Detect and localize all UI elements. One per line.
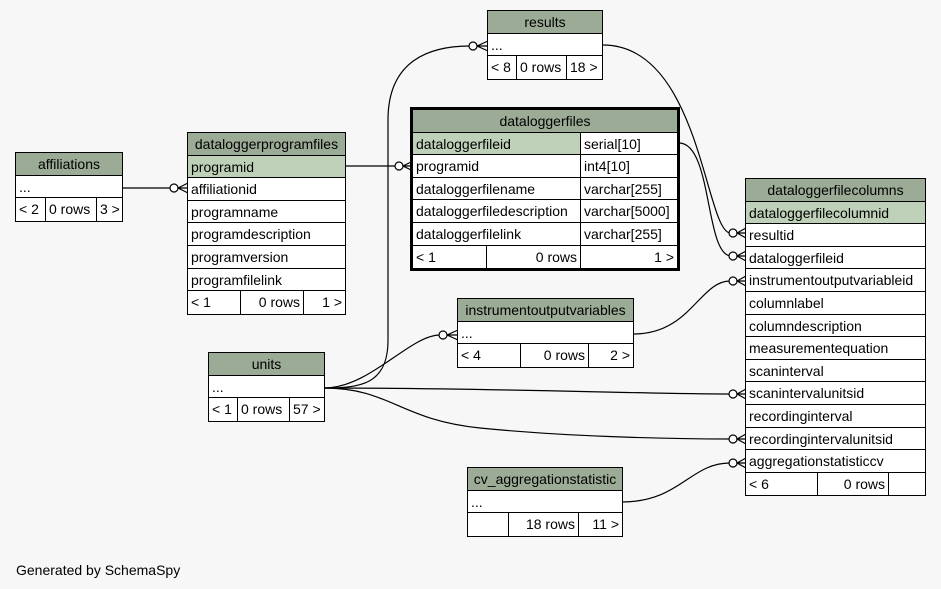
stat-rows: 0 rows [516,56,566,79]
column-type: varchar[5000] [580,200,677,222]
edge-results-resultid [602,44,731,234]
column-scaninterval[interactable]: scaninterval [749,362,824,379]
column-columnlabel[interactable]: columnlabel [749,294,824,311]
stat-children: 11 > [578,513,622,536]
table-header[interactable]: affiliations [16,153,122,176]
table-header[interactable]: dataloggerfilecolumns [746,179,925,202]
table-cv-aggregationstatistic[interactable]: cv_aggregationstatistic ... 18 rows 11 > [467,467,623,537]
column-columndescription[interactable]: columndescription [749,317,862,334]
edge-iov-instrumentoutputvariableid [633,280,731,335]
column-recordinginterval[interactable]: recordinginterval [749,407,853,424]
stat-rows: 0 rows [817,472,888,496]
table-header[interactable]: results [488,11,602,34]
column-dataloggerfilename[interactable]: dataloggerfilename [416,180,536,197]
column-placeholder: ... [491,36,503,53]
edge-units-results [323,45,471,389]
column-type: serial[10] [580,132,677,155]
column-programid[interactable]: programid [416,158,480,175]
table-header[interactable]: cv_aggregationstatistic [468,468,622,491]
stat-rows: 0 rows [237,398,289,421]
column-placeholder: ... [212,378,224,395]
column-programid[interactable]: programid [191,158,255,175]
stat-rows: 18 rows [508,513,578,536]
column-dataloggerfiledescription[interactable]: dataloggerfiledescription [416,203,568,220]
table-header[interactable]: instrumentoutputvariables [458,299,633,322]
stat-parents: < 4 [461,347,481,364]
stat-rows: 0 rows [240,291,303,314]
column-programname[interactable]: programname [191,203,279,220]
stat-children: 57 > [289,398,324,421]
stat-parents: < 6 [749,475,769,492]
edge-cv-aggregationstatisticcv [621,462,731,503]
table-results[interactable]: results ... < 8 0 rows 18 > [487,10,603,80]
column-placeholder: ... [19,178,31,195]
edge-units-recordingintervalunitsid [323,387,731,440]
stat-parents: < 1 [212,401,232,418]
table-units[interactable]: units ... < 1 0 rows 57 > [208,352,325,422]
stat-rows: 0 rows [486,245,580,269]
stat-parents: < 1 [416,248,436,265]
column-programdescription[interactable]: programdescription [191,226,311,243]
column-dataloggerfilecolumnid[interactable]: dataloggerfilecolumnid [749,204,890,221]
stat-children: 1 > [580,245,677,269]
table-header[interactable]: dataloggerfiles [413,110,677,133]
stat-children: 18 > [566,56,602,79]
column-type: varchar[255] [580,222,677,245]
stat-parents: < 1 [191,294,211,311]
table-dataloggerfiles[interactable]: dataloggerfiles dataloggerfileid serial[… [410,107,680,272]
column-affiliationid[interactable]: affiliationid [191,181,257,198]
column-recordingintervalunitsid[interactable]: recordingintervalunitsid [749,430,893,447]
column-programfilelink[interactable]: programfilelink [191,271,283,288]
column-resultid[interactable]: resultid [749,227,795,244]
stat-children [888,472,925,496]
stat-parents [468,513,508,536]
stat-parents: < 8 [491,59,511,76]
table-dataloggerfilecolumns[interactable]: dataloggerfilecolumns dataloggerfilecolu… [745,178,926,497]
edge-dataloggerfiles-dataloggerfileid [678,142,731,257]
stat-children: 3 > [96,198,122,221]
table-instrumentoutputvariables[interactable]: instrumentoutputvariables ... < 4 0 rows… [457,298,634,368]
column-dataloggerfileid[interactable]: dataloggerfileid [749,249,844,266]
generated-by-footer: Generated by SchemaSpy [16,562,181,578]
column-programversion[interactable]: programversion [191,248,289,265]
column-measurementequation[interactable]: measurementequation [749,340,889,357]
table-affiliations[interactable]: affiliations ... < 2 0 rows 3 > [15,152,123,222]
column-dataloggerfileid[interactable]: dataloggerfileid [416,135,511,152]
edge-units-scanintervalunitsid [323,387,731,395]
column-dataloggerfilelink[interactable]: dataloggerfilelink [416,225,522,242]
column-placeholder: ... [471,493,483,510]
table-header[interactable]: units [209,353,324,376]
table-dataloggerprogramfiles[interactable]: dataloggerprogramfiles programid affilia… [187,132,346,315]
table-header[interactable]: dataloggerprogramfiles [188,133,345,156]
stat-rows: 0 rows [45,198,96,221]
stat-parents: < 2 [19,201,39,218]
stat-rows: 0 rows [520,344,588,367]
column-scanintervalunitsid[interactable]: scanintervalunitsid [749,385,865,402]
column-type: int4[10] [580,155,677,177]
edge-units-iov [323,334,441,389]
stat-children: 1 > [303,291,345,314]
column-placeholder: ... [461,324,473,341]
column-instrumentoutputvariableid[interactable]: instrumentoutputvariableid [749,272,914,289]
column-type: varchar[255] [580,177,677,200]
stat-children: 2 > [588,344,633,367]
column-aggregationstatisticcv[interactable]: aggregationstatisticcv [749,453,884,470]
